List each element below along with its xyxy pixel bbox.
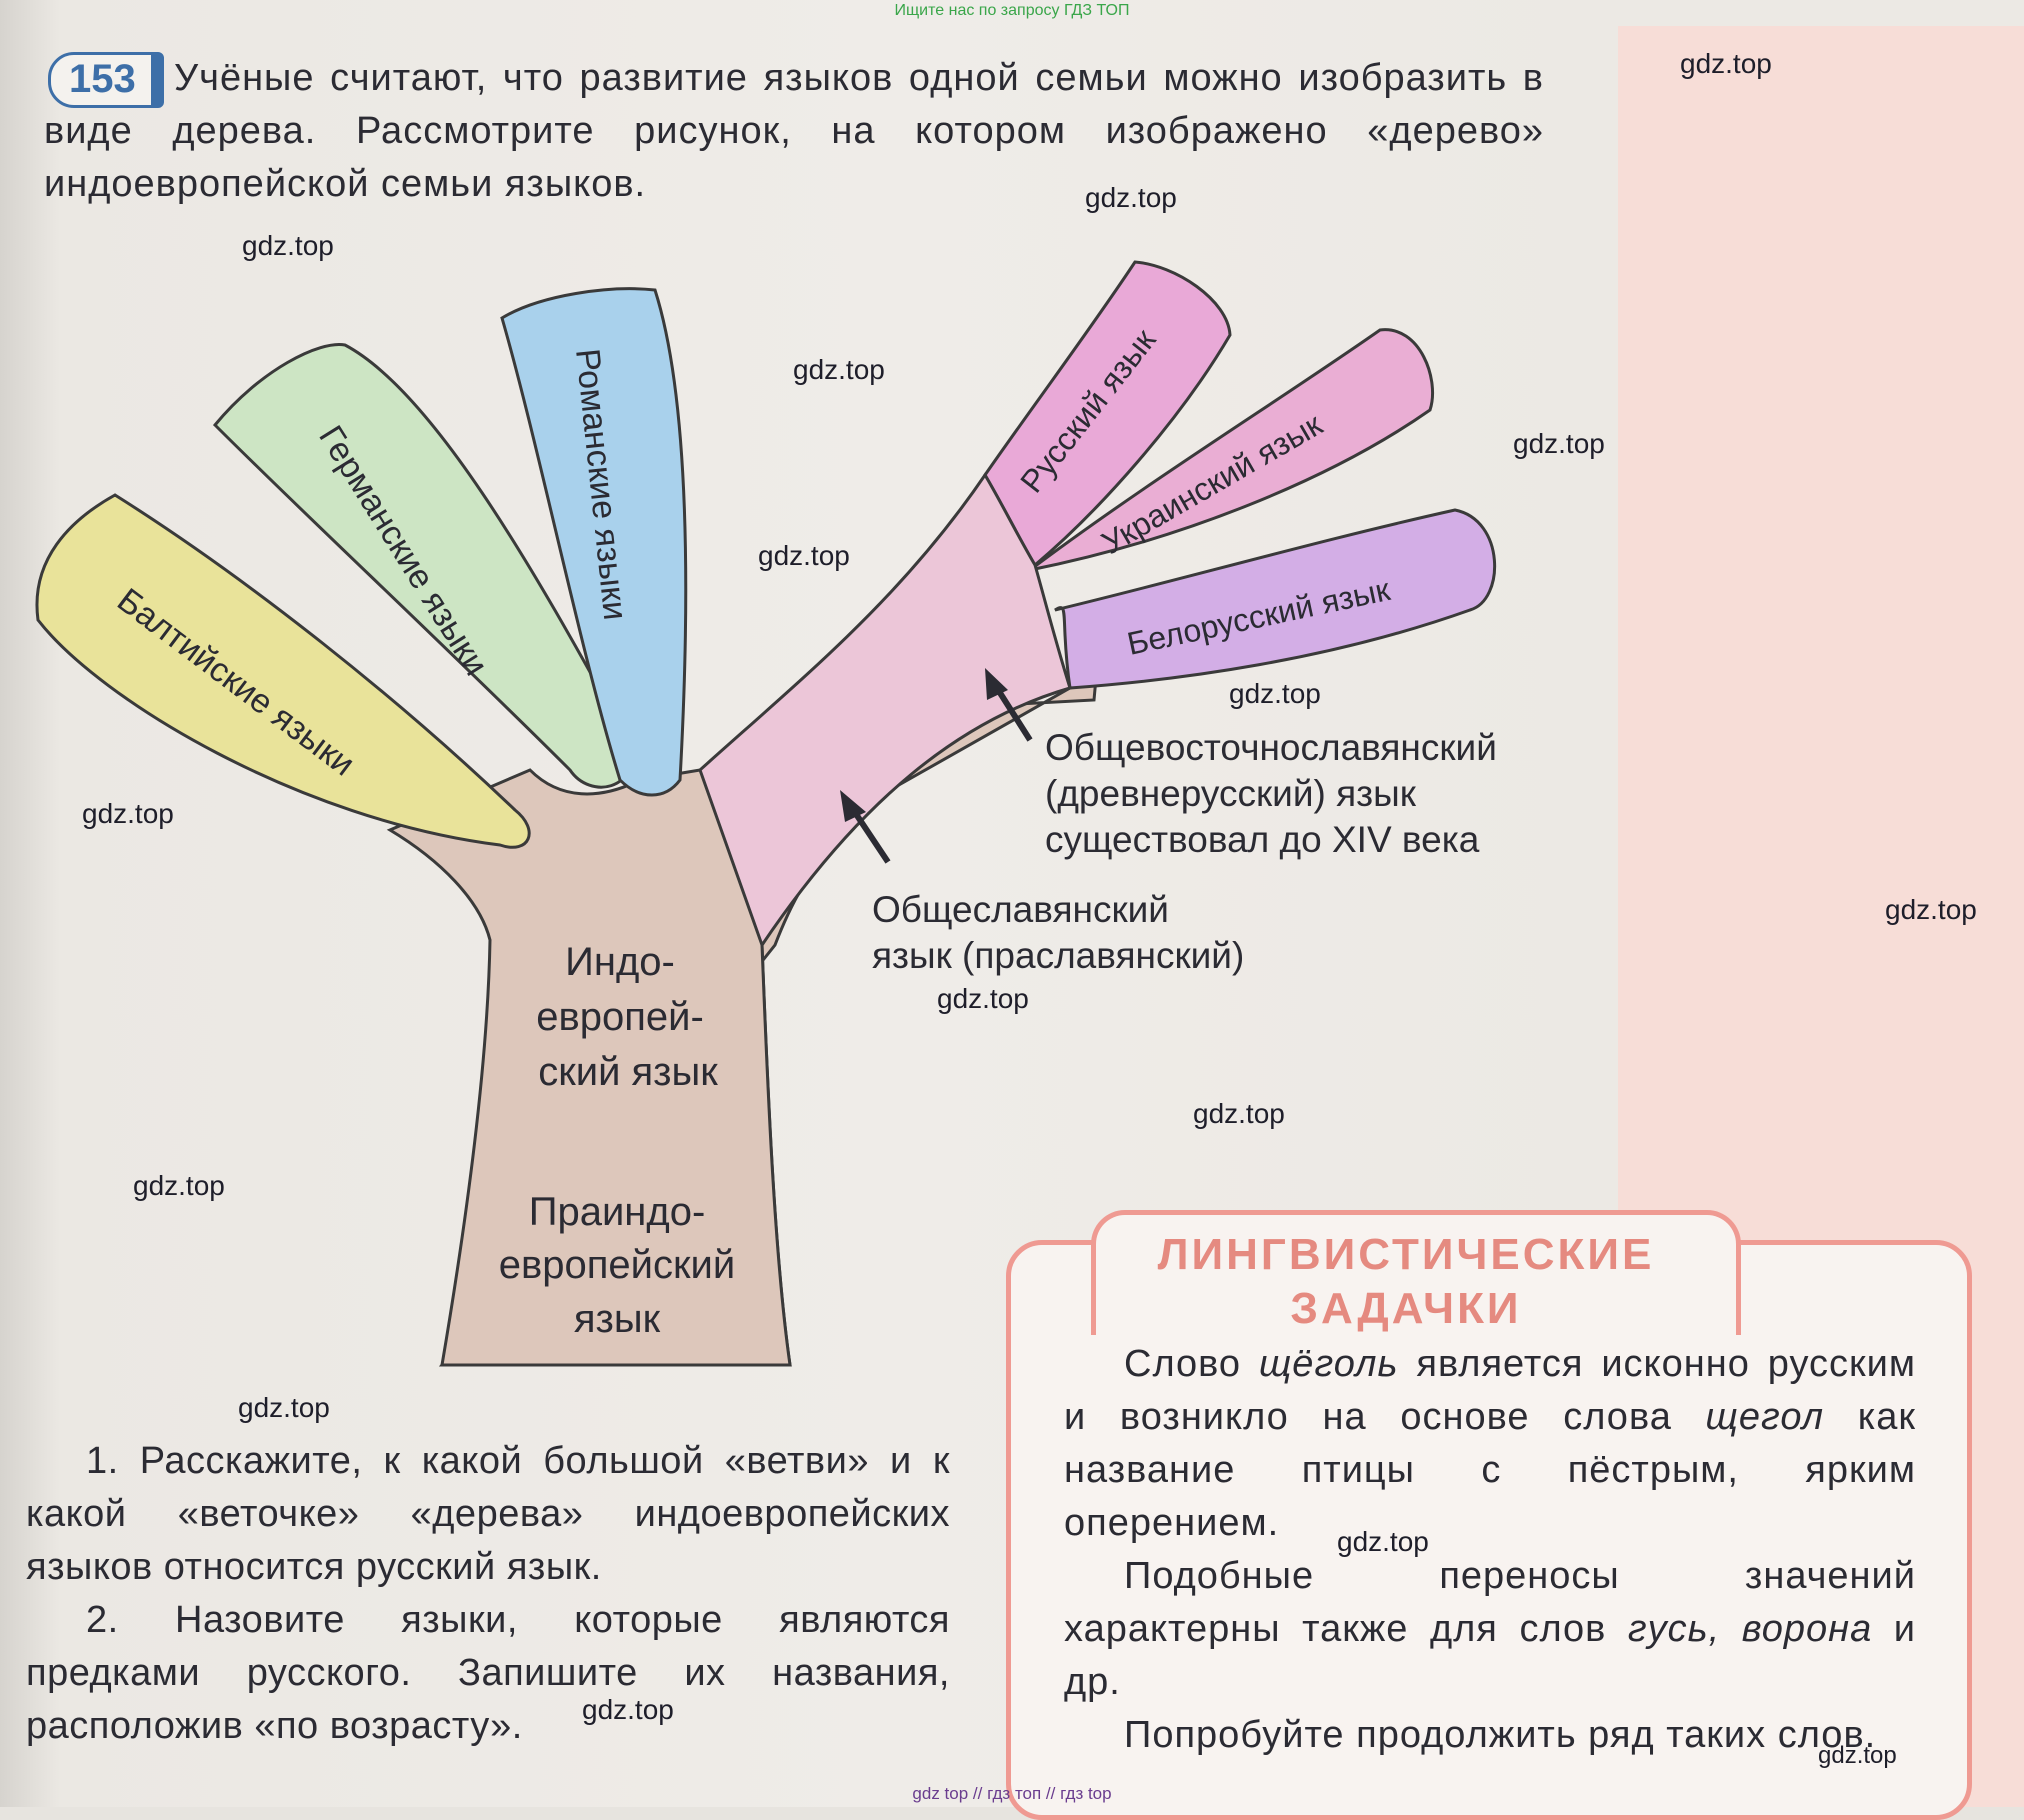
watermark: gdz.top [242,230,334,261]
ling-words-examples: гусь, ворона [1627,1608,1873,1650]
arrow-common-slavic [849,806,891,864]
ling-p2-part: Подобные переносы значений характерны та… [1064,1555,1916,1650]
east-slavic-note-line: существовал до XIV века [1045,819,1480,860]
watermark: gdz.top [1085,182,1177,213]
linguistic-title-line2: ЗАДАЧКИ [1290,1284,1522,1333]
linguistic-box-text: Слово щёголь является исконно русским и … [1064,1338,1916,1762]
watermark: gdz.top [1818,1742,1897,1769]
east-slavic-note-line: Общевосточнославянский [1045,727,1497,768]
arrowhead-common-slavic [840,790,866,822]
watermark: gdz.top [1885,894,1977,925]
task-intro: Учёные считают, что развитие языков одно… [44,52,1544,211]
ling-word-schegol: щёголь [1258,1343,1399,1385]
trunk-lower-label: Праиндо- европейский язык [499,1190,735,1341]
question-2: 2. Назовите языки, которые являются пред… [26,1594,950,1753]
common-slavic-note-line: Общеславянский [872,889,1169,930]
watermark: gdz.top [758,540,850,571]
arrowhead-east-slavic [985,668,1008,700]
common-slavic-note-line: язык (праславянский) [872,935,1244,976]
ling-p1-part: как название птицы с пёстрым, ярким опер… [1064,1396,1917,1544]
ling-p1-part: является исконно русским и возникло на о… [1064,1343,1916,1438]
linguistic-puzzles-box: ЛИНГВИСТИЧЕСКИЕ ЗАДАЧКИ Слово щёголь явл… [1006,1210,1972,1820]
ling-paragraph-2: Подобные переносы значений характерны та… [1064,1550,1916,1709]
watermark: gdz.top [238,1392,330,1423]
watermark: gdz.top [582,1694,674,1725]
common-slavic-note: Общеславянский язык (праславянский) [872,889,1244,976]
intro-text: Учёные считают, что развитие языков одно… [44,57,1544,205]
watermark: gdz.top [82,798,174,829]
questions-block: 1. Расскажите, к какой большой «ветви» и… [26,1435,950,1753]
branch-romance [500,287,688,797]
tree-trunk-body [386,765,792,1367]
linguistic-title-line1: ЛИНГВИСТИЧЕСКИЕ [1157,1230,1655,1279]
ling-word-scheglo: щегол [1705,1396,1825,1438]
trunk-lower-line: Праиндо- [529,1190,706,1234]
linguistic-box-title: ЛИНГВИСТИЧЕСКИЕ ЗАДАЧКИ [1106,1228,1706,1336]
trunk-upper-line: ский язык [538,1050,718,1094]
question-1: 1. Расскажите, к какой большой «ветви» и… [26,1435,950,1594]
arrow-east-slavic [992,683,1033,742]
question-2-text: 2. Назовите языки, которые являются пред… [26,1599,950,1747]
trunk-lower-line: европейский [499,1243,735,1287]
watermark: gdz.top [1337,1526,1429,1557]
trunk-upper-line: европей- [536,995,704,1039]
trunk-lower-line: язык [574,1297,661,1341]
ling-p1-part: Слово [1124,1343,1259,1385]
ling-paragraph-1: Слово щёголь является исконно русским и … [1064,1338,1916,1550]
ling-paragraph-3: Попробуйте продолжить ряд таких слов. [1064,1709,1916,1762]
question-1-text: 1. Расскажите, к какой большой «ветви» и… [26,1440,950,1588]
slavic-limb [698,472,1072,949]
branch-ukrainian [1029,328,1435,572]
east-slavic-note: Общевосточнославянский (древнерусский) я… [1045,727,1497,860]
top-banner[interactable]: Ищите нас по запросу ГДЗ ТОП [894,2,1130,19]
trunk-upper-label: Индо- европей- ский язык [536,940,718,1094]
task-number-badge: 153 [48,52,164,108]
ling-p3-text: Попробуйте продолжить ряд таких слов. [1124,1714,1877,1756]
branch-baltic [35,493,531,849]
watermark: gdz.top [1513,428,1605,459]
watermark: gdz.top [793,354,885,385]
east-slavic-note-line: (древнерусский) язык [1045,773,1417,814]
watermark: gdz.top [1193,1098,1285,1129]
watermark: gdz.top [1229,678,1321,709]
trunk-upper-line: Индо- [565,940,675,984]
linguistic-box-tab [1091,1210,1741,1335]
watermark: gdz.top [1680,48,1772,79]
bottom-banner[interactable]: gdz top // гдз топ // гдз top [912,1784,1112,1803]
task-number: 153 [69,57,136,101]
ling-p2-part: и др. [1064,1608,1916,1703]
watermark: gdz.top [133,1170,225,1201]
watermark: gdz.top [937,983,1029,1014]
